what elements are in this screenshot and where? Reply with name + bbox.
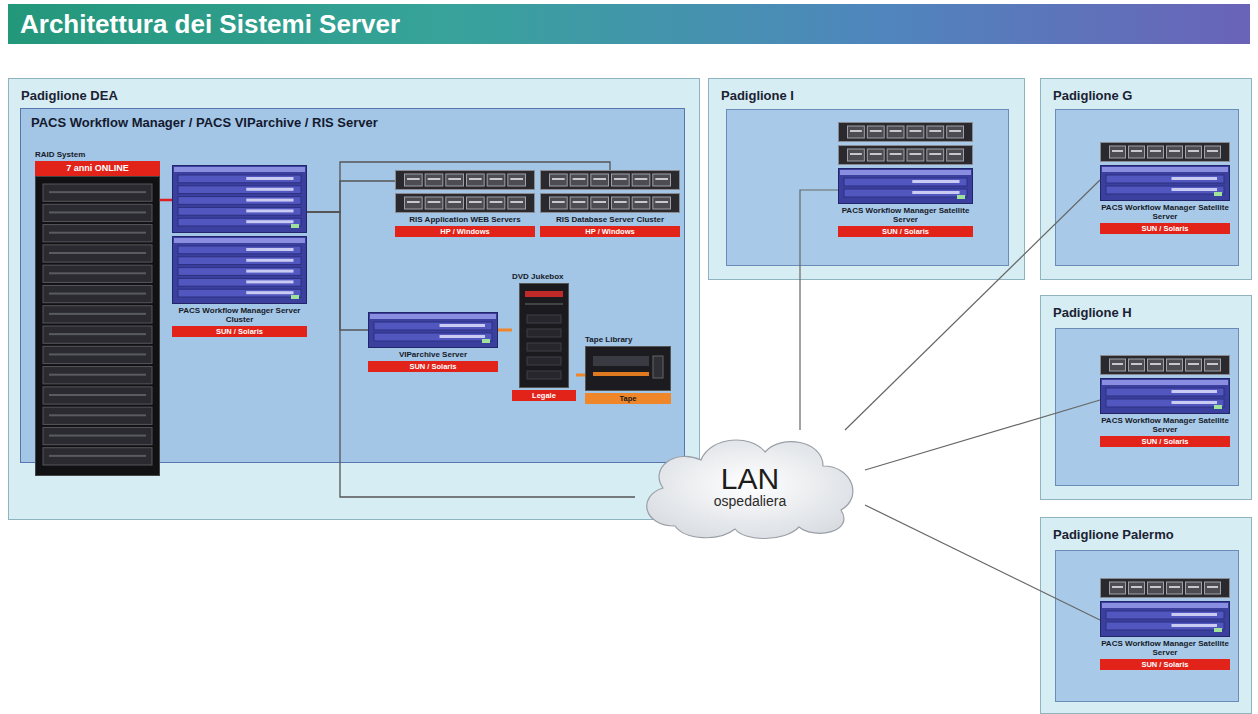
pavilion-box: Padiglione I PACS Workflow Manager Satell… <box>708 78 1025 280</box>
server-node: RIS Application WEB Servers HP / Windows <box>395 170 535 237</box>
raid-rack <box>35 176 160 476</box>
server-illustration <box>1100 578 1230 637</box>
server-caption: PACS Workflow Manager Satellite Server <box>1100 203 1230 221</box>
network-name: LAN <box>721 463 779 495</box>
server-node: PACS Workflow Manager Satellite ServerSU… <box>1100 142 1230 234</box>
connector <box>307 212 635 497</box>
server-node: PACS Workflow Manager Satellite ServerSU… <box>838 122 973 237</box>
platform-tag: HP / Windows <box>540 226 680 237</box>
platform-tag: HP / Windows <box>395 226 535 237</box>
server-caption: RIS Application WEB Servers <box>395 215 535 224</box>
server-caption: VIParchive Server <box>368 350 498 359</box>
media-tag: Tape <box>585 393 671 404</box>
server-node: PACS Workflow Manager Satellite ServerSU… <box>1100 578 1230 670</box>
retention-band: 7 anni ONLINE <box>35 161 160 176</box>
server-illustration <box>395 170 535 213</box>
server-room-heading: PACS Workflow Manager / PACS VIParchive … <box>21 109 684 130</box>
dvd-jukebox <box>519 283 569 388</box>
platform-tag: SUN / Solaris <box>838 226 973 237</box>
server-illustration <box>838 122 973 204</box>
raid-system: RAID System 7 anni ONLINE <box>35 150 160 476</box>
platform-tag: SUN / Solaris <box>368 361 498 372</box>
server-node: PACS Workflow Manager Server ClusterSUN … <box>172 165 307 337</box>
dvd-jukebox-node: DVD JukeboxLegale <box>512 272 576 401</box>
platform-tag: SUN / Solaris <box>1100 223 1230 234</box>
pavilion-box: Padiglione G PACS Workflow Manager Satell… <box>1040 78 1252 280</box>
connector <box>498 329 512 332</box>
pavilion-box: Padiglione H PACS Workflow Manager Satell… <box>1040 295 1252 500</box>
connector <box>576 374 585 377</box>
server-illustration <box>1100 142 1230 201</box>
connector <box>800 190 838 430</box>
connector <box>160 199 172 202</box>
pavilion-heading: Padiglione I <box>709 79 1024 103</box>
raid-label: RAID System <box>35 150 160 159</box>
pavilion-heading: Padiglione H <box>1041 296 1251 320</box>
connector <box>845 180 1100 430</box>
pavilion-heading: Padiglione DEA <box>9 79 699 103</box>
server-node: RIS Database Server Cluster HP / Windows <box>540 170 680 237</box>
header-bar: Architettura dei Sistemi Server <box>8 4 1250 44</box>
platform-tag: SUN / Solaris <box>1100 436 1230 447</box>
connector <box>307 212 368 330</box>
tape-library <box>585 346 671 391</box>
server-illustration <box>368 312 498 348</box>
server-node: VIParchive ServerSUN / Solaris <box>368 312 498 372</box>
server-illustration <box>1100 355 1230 414</box>
server-caption: PACS Workflow Manager Satellite Server <box>838 206 973 224</box>
server-room-box: PACS Workflow Manager / PACS VIParchive … <box>20 108 685 463</box>
server-caption: RIS Database Server Cluster <box>540 215 680 224</box>
connector <box>865 505 1100 620</box>
pavilion-box: Padiglione PalermoPACS Workflow Manager … <box>1040 517 1252 714</box>
server-caption: PACS Workflow Manager Satellite Server <box>1100 416 1230 434</box>
pavilion-heading: Padiglione G <box>1041 79 1251 103</box>
device-label: Tape Library <box>585 335 671 344</box>
connector <box>865 400 1100 470</box>
server-caption: PACS Workflow Manager Satellite Server <box>1100 639 1230 657</box>
diagram-title: Architettura dei Sistemi Server <box>8 4 1250 44</box>
device-label: DVD Jukebox <box>512 272 576 281</box>
network-subtitle: ospedaliera <box>714 494 786 509</box>
pavilion-box: Padiglione DEA PACS Workflow Manager / PA… <box>8 78 700 520</box>
tape-library-node: Tape LibraryTape <box>585 335 671 404</box>
server-node: PACS Workflow Manager Satellite ServerSU… <box>1100 355 1230 447</box>
pavilion-heading: Padiglione Palermo <box>1041 518 1251 542</box>
server-illustration <box>540 170 680 213</box>
media-tag: Legale <box>512 390 576 401</box>
server-caption: PACS Workflow Manager Server Cluster <box>172 306 307 324</box>
connector <box>307 162 610 212</box>
platform-tag: SUN / Solaris <box>172 326 307 337</box>
server-illustration <box>172 165 307 304</box>
lan-cloud: LANospedaliera <box>635 430 865 542</box>
connector <box>307 181 395 212</box>
platform-tag: SUN / Solaris <box>1100 659 1230 670</box>
